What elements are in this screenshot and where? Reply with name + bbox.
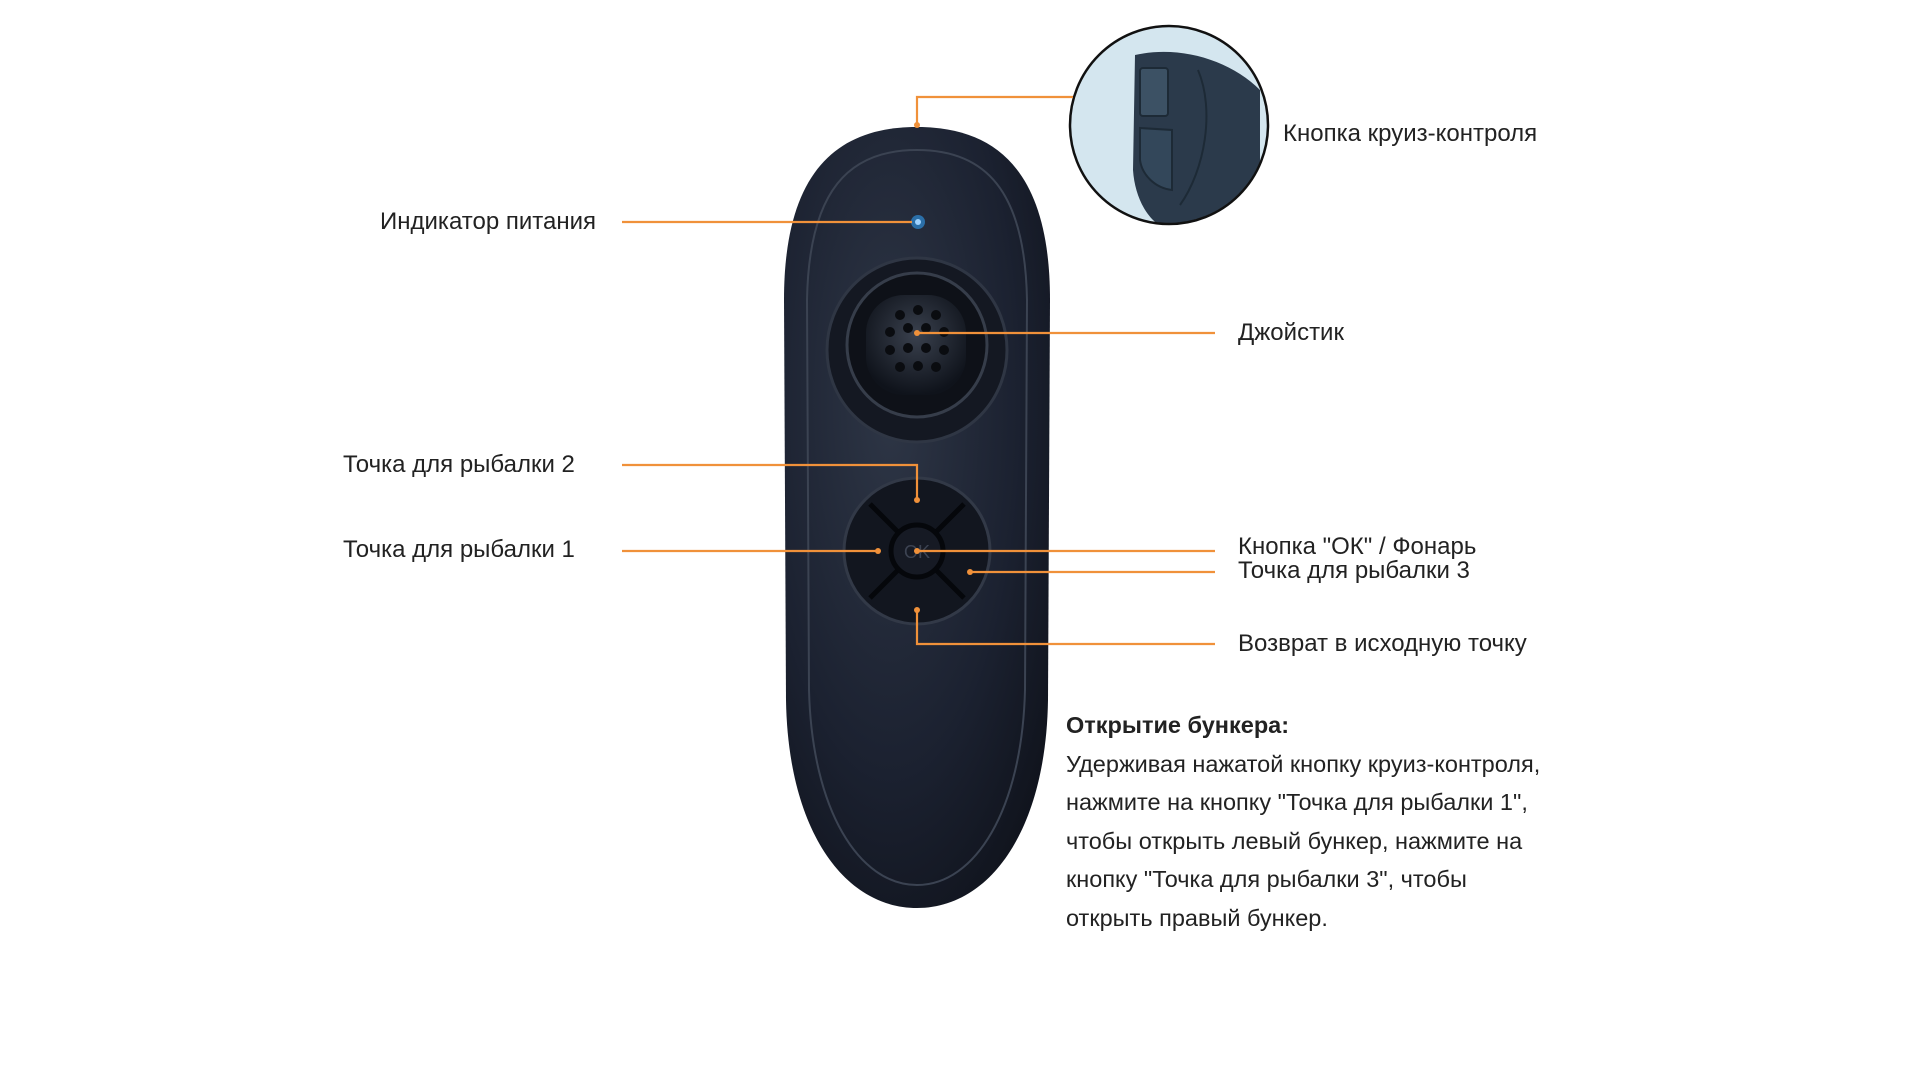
leader-lines (622, 95, 1215, 646)
instructions-line: открыть правый бункер. (1066, 904, 1328, 931)
label-fishing-point-2: Точка для рыбалки 2 (343, 451, 575, 478)
label-fishing-point-1: Точка для рыбалки 1 (343, 536, 575, 563)
label-power-indicator: Индикатор питания (380, 208, 596, 235)
instructions-heading: Открытие бункера: (1066, 712, 1290, 738)
label-joystick: Джойстик (1238, 319, 1344, 346)
label-cruise-button: Кнопка круиз-контроля (1283, 120, 1538, 147)
power-indicator-led (911, 215, 925, 229)
instructions-line: чтобы открыть левый бункер, нажмите на (1066, 827, 1523, 854)
instructions-line: Удерживая нажатой кнопку круиз-контроля, (1066, 750, 1541, 777)
label-fishing-point-3: Точка для рыбалки 3 (1238, 557, 1470, 584)
bunker-instructions: Открытие бункера: Удерживая нажатой кноп… (1066, 706, 1626, 938)
instructions-line: нажмите на кнопку "Точка для рыбалки 1", (1066, 789, 1528, 816)
label-return-home: Возврат в исходную точку (1238, 630, 1527, 657)
cruise-button-inset (1068, 24, 1270, 226)
leader-dots (875, 122, 973, 613)
instructions-line: кнопку "Точка для рыбалки 3", чтобы (1066, 866, 1467, 893)
joystick (825, 256, 1009, 444)
label-ok-button: Кнопка "ОК" / Фонарь (1238, 533, 1477, 560)
